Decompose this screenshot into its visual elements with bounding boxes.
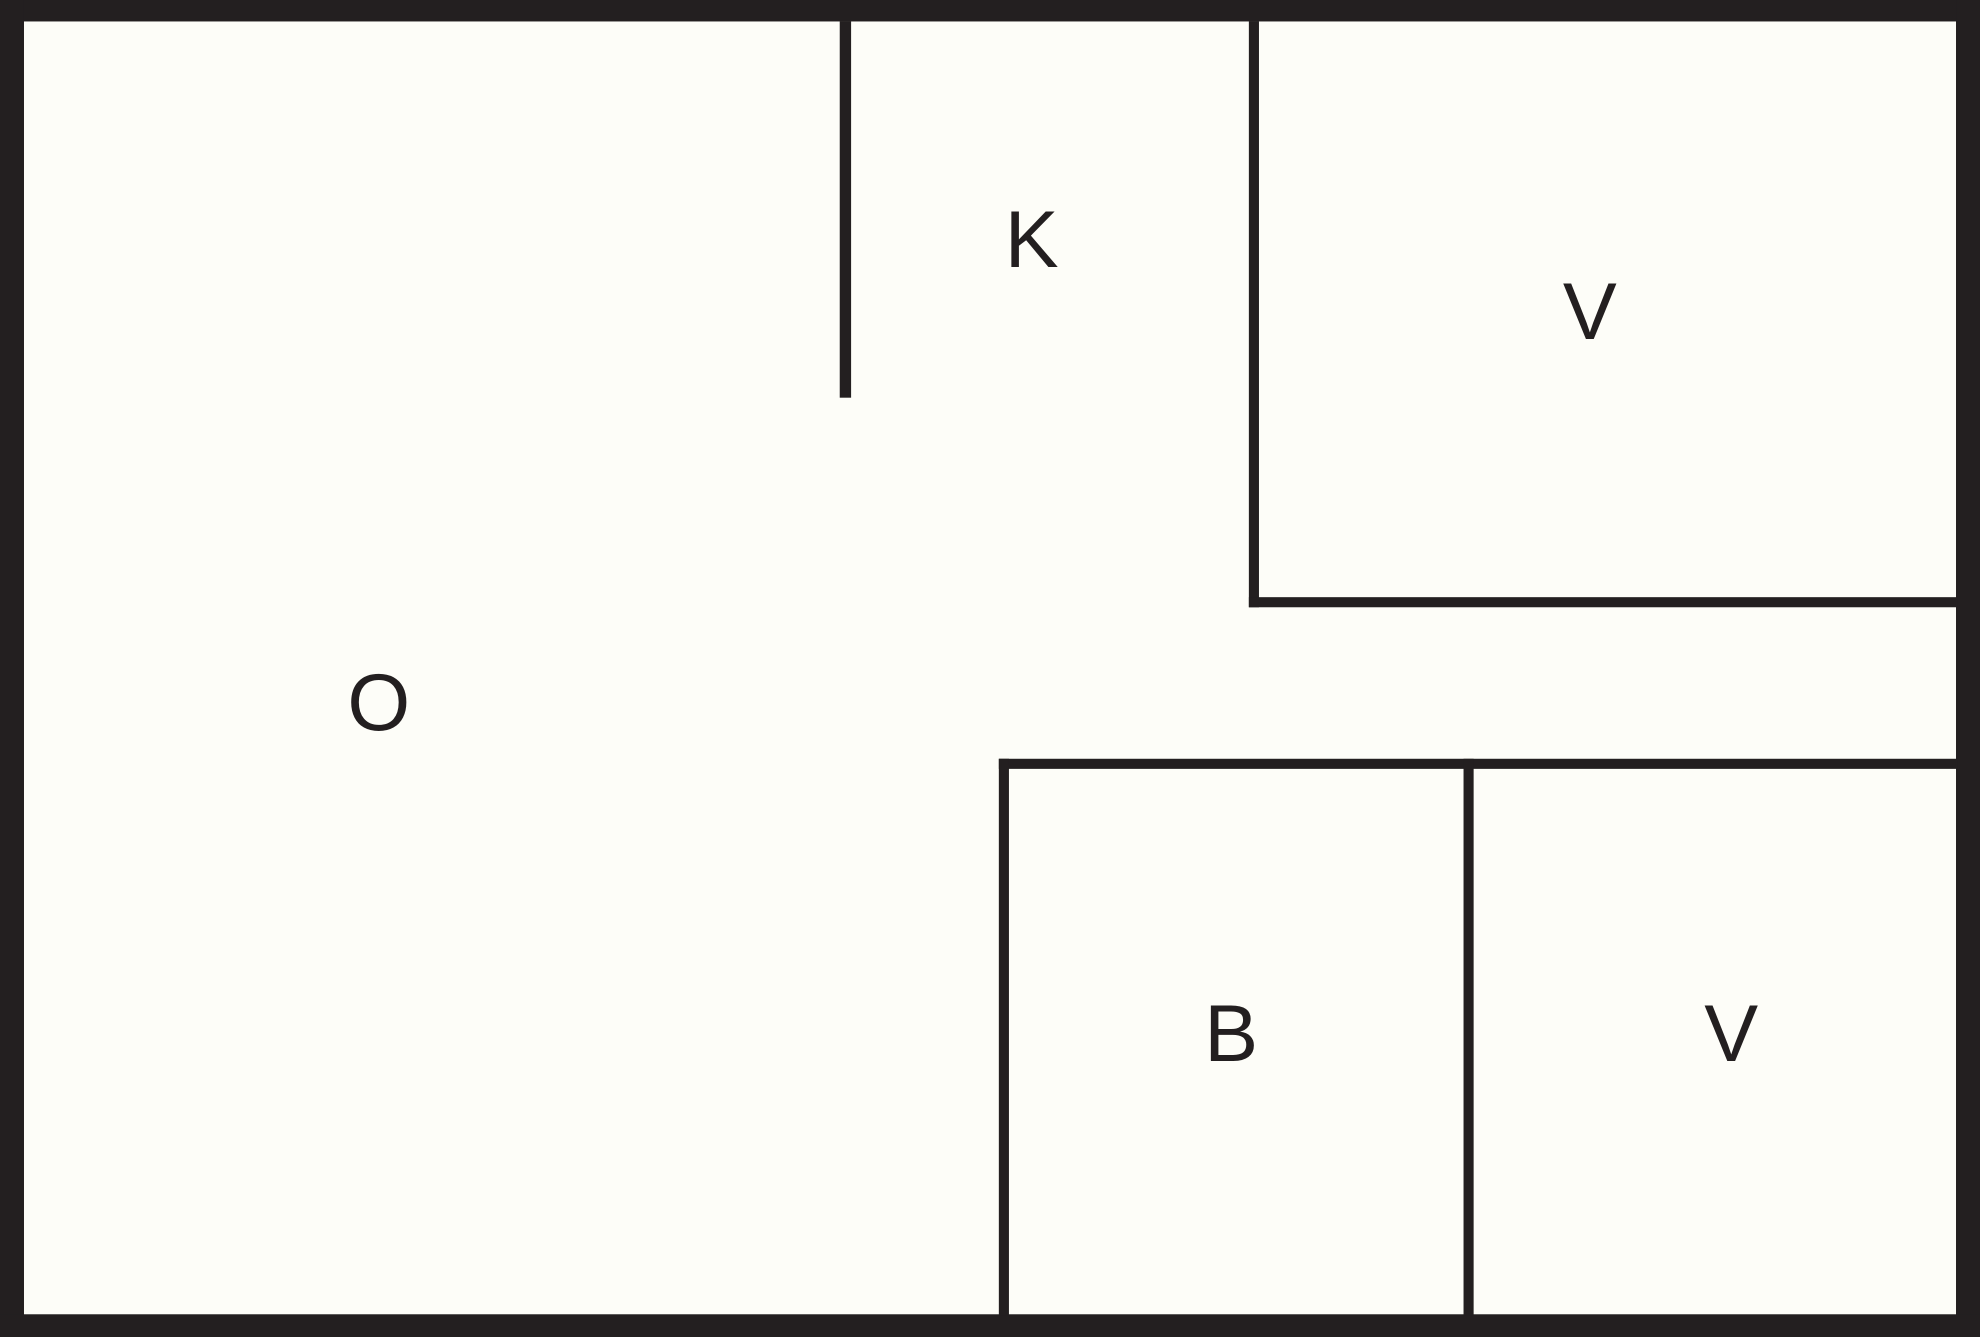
wall-v-top-bottom [1248, 597, 1958, 608]
wall-partition-o-k [839, 21, 852, 398]
outer-wall-left [0, 0, 24, 1337]
outer-wall-right [1956, 0, 1980, 1337]
wall-b-v-divider [1463, 758, 1474, 1316]
room-label-k: K [1005, 195, 1059, 285]
outer-wall-bottom [0, 1314, 1980, 1337]
wall-lower-top [998, 758, 1958, 769]
wall-v-top-left [1248, 21, 1259, 608]
room-label-b: B [1204, 989, 1258, 1079]
room-label-v-top: V [1563, 267, 1617, 357]
room-label-v-bottom: V [1704, 989, 1758, 1079]
wall-b-left [998, 758, 1009, 1316]
room-label-o: O [347, 658, 410, 748]
outer-wall-top [0, 0, 1980, 22]
